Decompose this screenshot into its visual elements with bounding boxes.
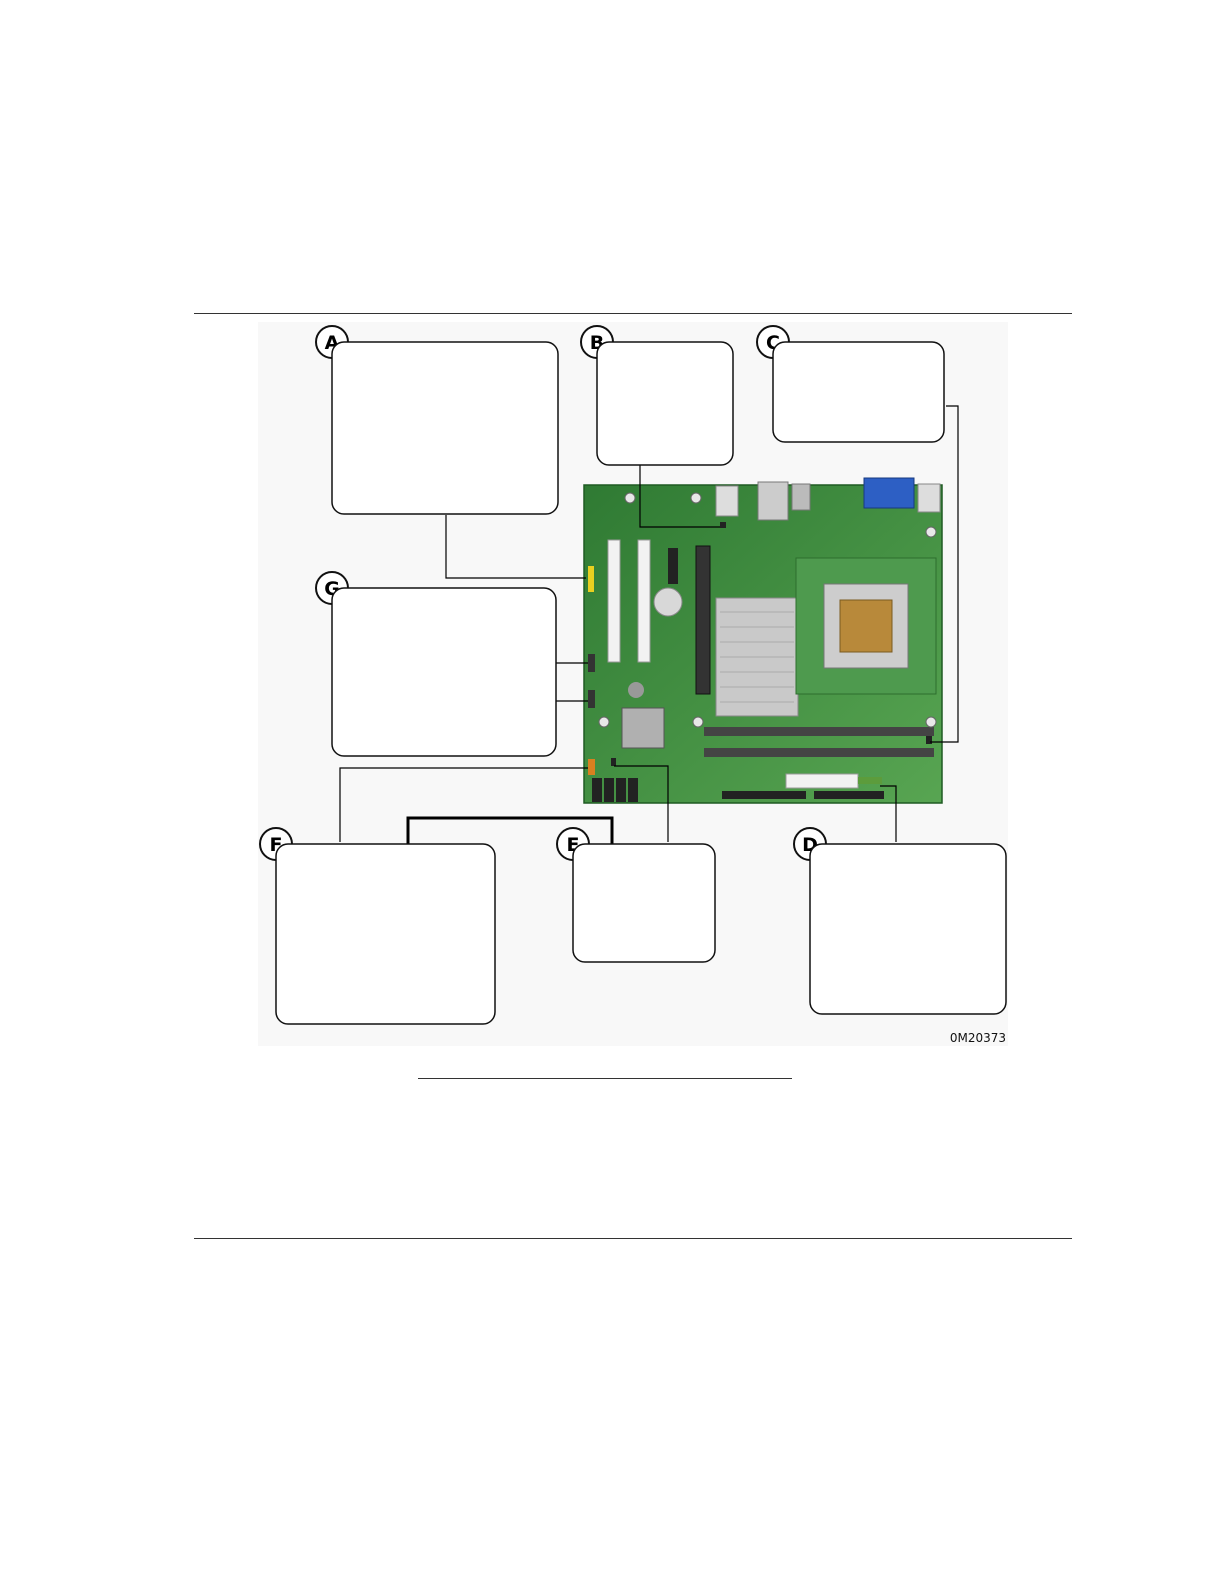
motherboard-illustration (583, 477, 943, 804)
front-panel-box (275, 843, 496, 1025)
header-rule (194, 313, 1072, 314)
audio-box (331, 341, 559, 515)
serial-box (809, 843, 1007, 1015)
power-led-arrow (393, 816, 627, 876)
diagram-stage: AAudio12Port1LGround34Port1RPresence#56P… (258, 322, 1008, 1046)
usb-box (331, 587, 557, 757)
figure-id: 0M20373 (950, 1031, 1006, 1045)
leader-lines (339, 405, 959, 842)
chassis-box (772, 341, 945, 443)
spdif-box (596, 341, 734, 466)
caption-rule (418, 1078, 792, 1079)
connector-diagram: AAudio12Port1LGround34Port1RPresence#56P… (259, 325, 1007, 1045)
alt-led-box (572, 843, 716, 963)
footer-rule (194, 1238, 1072, 1239)
